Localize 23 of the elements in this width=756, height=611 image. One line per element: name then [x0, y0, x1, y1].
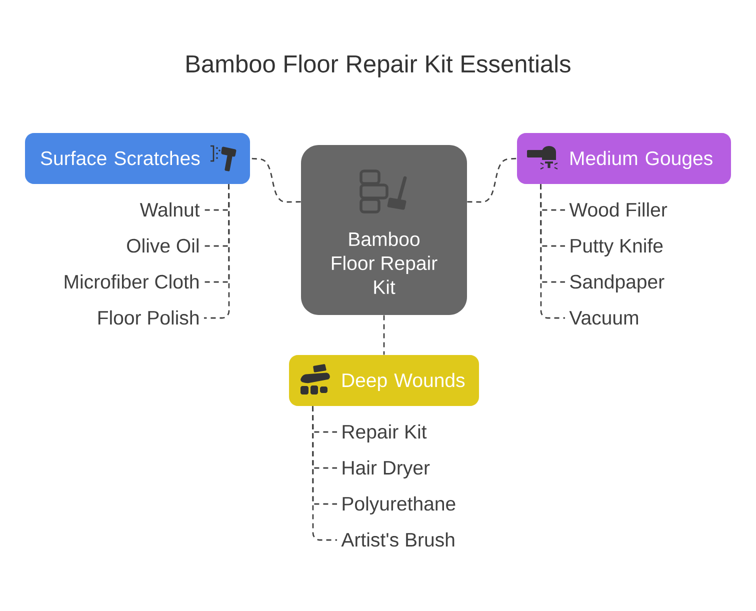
item-label: Walnut — [140, 202, 200, 217]
item-label: Putty Knife — [570, 238, 663, 257]
category-box: Surface Scratches — [25, 133, 250, 184]
item-label: Sandpaper — [570, 274, 664, 293]
category-box: Medium Gouges — [517, 133, 731, 184]
item-label: Hair Dryer — [342, 460, 430, 479]
topic-box: Bamboo Floor Repair Kit — [301, 145, 467, 315]
connector-line — [467, 158, 517, 203]
connector-line — [383, 315, 385, 355]
item-label: Repair Kit — [342, 424, 427, 443]
item-label: Floor Polish — [98, 310, 198, 325]
connector-line — [540, 184, 565, 319]
item-label: Vacuum — [569, 311, 638, 325]
title: Bamboo Floor Repair Kit Essentials — [186, 54, 570, 78]
connector-line — [250, 158, 301, 203]
connector-line — [204, 184, 230, 319]
category-box: Deep Wounds — [289, 355, 479, 406]
item-label: Wood Filler — [569, 202, 668, 217]
item-label: Microfiber Cloth — [64, 274, 198, 289]
item-label: Olive Oil — [127, 238, 198, 253]
item-label: Polyurethane — [342, 496, 456, 515]
connector-line — [312, 406, 337, 541]
item-label: Artist's Brush — [341, 532, 454, 547]
